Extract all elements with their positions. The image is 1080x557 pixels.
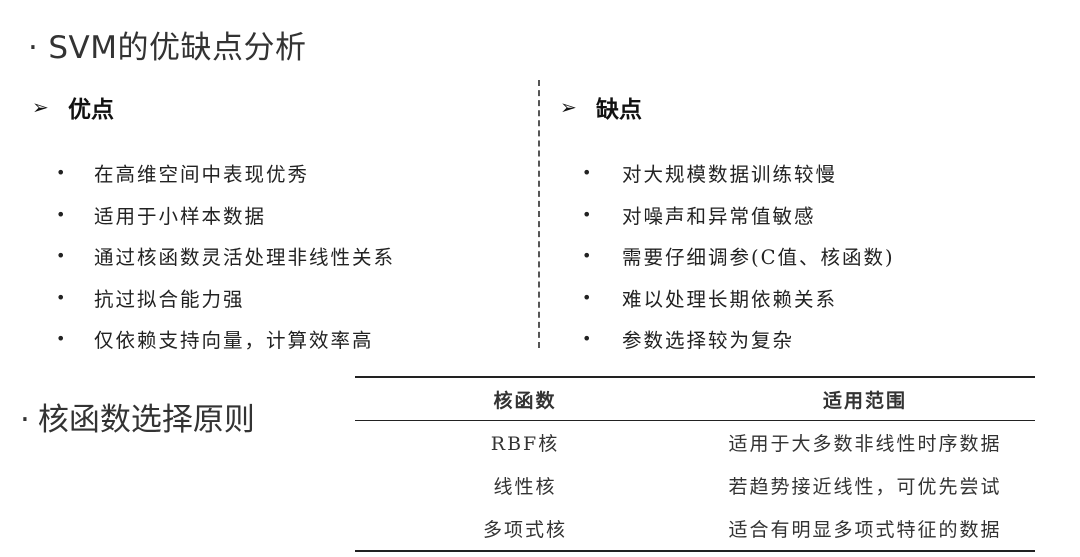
list-item-text: 需要仔细调参(C值、核函数) (622, 246, 895, 270)
list-item-text: 在高维空间中表现优秀 (94, 163, 310, 187)
table-cell: 适用于大多数非线性时序数据 (728, 433, 1002, 455)
bullet-dot: • (56, 329, 68, 349)
bullet-dot: • (56, 163, 68, 183)
table-header-kernel: 核函数 (355, 376, 696, 421)
bullet-dot: • (582, 329, 594, 349)
list-item-text: 对大规模数据训练较慢 (622, 163, 838, 187)
pros-heading-text: 优点 (68, 97, 114, 123)
table-cell: 多项式核 (355, 507, 696, 552)
list-item: • 需要仔细调参(C值、核函数) (560, 235, 895, 277)
list-item: • 参数选择较为复杂 (560, 318, 895, 360)
table-row: 线性核 若趋势接近线性，可优先尝试 (355, 464, 1035, 507)
list-item-text: 难以处理长期依赖关系 (622, 287, 838, 311)
list-item-text: 抗过拟合能力强 (94, 287, 245, 311)
cons-list: • 对大规模数据训练较慢 • 对噪声和异常值敏感 • 需要仔细调参(C值、核函数) •… (560, 152, 895, 360)
list-item-text: 适用于小样本数据 (94, 204, 267, 228)
list-item: • 难以处理长期依赖关系 (560, 277, 895, 319)
table-cell: 若趋势接近线性，可优先尝试 (728, 476, 1002, 498)
list-item: • 适用于小样本数据 (32, 194, 395, 236)
list-item: • 抗过拟合能力强 (32, 277, 395, 319)
table-header-row: 核函数 适用范围 (355, 376, 1035, 421)
column-divider (538, 80, 540, 348)
bullet-dot: • (582, 204, 594, 224)
table-cell: 适合有明显多项式特征的数据 (695, 507, 1035, 552)
table-header-scope: 适用范围 (695, 376, 1035, 421)
table-row: RBF核 适用于大多数非线性时序数据 (355, 421, 1035, 465)
arrow-bullet-icon: ➢ (560, 95, 577, 119)
table-cell: RBF核 (490, 433, 560, 455)
table-cell: 线性核 (493, 476, 557, 498)
list-item: • 在高维空间中表现优秀 (32, 152, 395, 194)
list-item: • 仅依赖支持向量，计算效率高 (32, 318, 395, 360)
list-item: • 对大规模数据训练较慢 (560, 152, 895, 194)
kernel-title-text: 核函数选择原则 (37, 402, 255, 438)
cons-heading-text: 缺点 (596, 97, 642, 123)
list-item-text: 参数选择较为复杂 (622, 329, 795, 353)
list-item-text: 对噪声和异常值敏感 (622, 204, 816, 228)
kernel-section-title: ·核函数选择原则 (20, 394, 255, 439)
list-item: • 对噪声和异常值敏感 (560, 194, 895, 236)
bullet-dot: • (56, 204, 68, 224)
arrow-bullet-icon: ➢ (32, 95, 49, 119)
kernel-table: 核函数 适用范围 RBF核 适用于大多数非线性时序数据 线性核 若趋势接近线性，… (355, 376, 1035, 552)
bullet-dot: • (56, 287, 68, 307)
cons-heading: ➢ 缺点 (560, 90, 1060, 124)
bullet-dot: • (582, 163, 594, 183)
bullet-dot: • (56, 246, 68, 266)
pros-column: ➢ 优点 • 在高维空间中表现优秀 • 适用于小样本数据 • 通过核函数灵活处理非线性… (32, 90, 522, 352)
bullet-dot: • (582, 287, 594, 307)
list-item-text: 通过核函数灵活处理非线性关系 (94, 246, 396, 270)
title-bullet: · (28, 30, 39, 66)
page-title: ·SVM的优缺点分析 (28, 22, 307, 67)
title-text: SVM的优缺点分析 (48, 30, 307, 66)
pros-list: • 在高维空间中表现优秀 • 适用于小样本数据 • 通过核函数灵活处理非线性关系 • 抗… (32, 152, 395, 360)
list-item: • 通过核函数灵活处理非线性关系 (32, 235, 395, 277)
pros-heading: ➢ 优点 (32, 90, 522, 124)
bullet-dot: • (582, 246, 594, 266)
cons-column: ➢ 缺点 • 对大规模数据训练较慢 • 对噪声和异常值敏感 • 需要仔细调参(C值、核… (560, 90, 1060, 352)
list-item-text: 仅依赖支持向量，计算效率高 (94, 329, 374, 353)
kernel-title-bullet: · (20, 402, 30, 438)
table-row: 多项式核 适合有明显多项式特征的数据 (355, 507, 1035, 552)
